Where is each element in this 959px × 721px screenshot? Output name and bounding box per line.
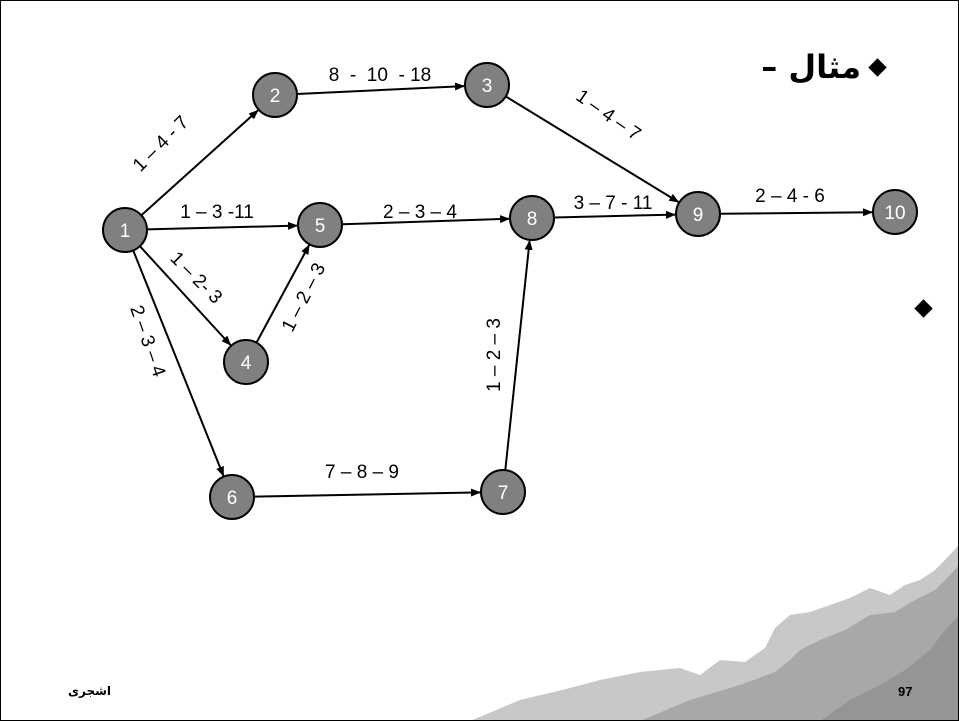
node-circle-8: [509, 195, 555, 241]
node-4: 4: [223, 339, 269, 385]
edge-8-9: [553, 210, 676, 219]
edge-label-3-9: 1 – 4 – 7: [572, 86, 645, 146]
node-circle-3: [464, 62, 510, 108]
node-label-2: 2: [270, 86, 281, 107]
node-label-3: 3: [482, 76, 493, 97]
edge-2-3: [296, 82, 465, 95]
edge-label-1-2: 1 – 4 - 7: [129, 112, 193, 176]
node-5: 5: [297, 202, 343, 248]
edge-7-8: [504, 239, 533, 471]
node-label-8: 8: [527, 209, 538, 230]
slide-title-text: مثال –: [761, 48, 861, 86]
edge-1-6: [132, 250, 225, 477]
slide-title: مثال –: [761, 48, 887, 86]
node-1: 1: [102, 207, 148, 253]
edge-6-7: [253, 488, 481, 498]
node-6: 6: [209, 474, 255, 520]
edge-label-9-10: 2 – 4 - 6: [755, 186, 825, 207]
node-circle-2: [252, 72, 298, 118]
node-label-10: 10: [884, 203, 905, 224]
node-label-9: 9: [693, 205, 704, 226]
edge-5-8: [341, 215, 510, 226]
node-circle-6: [209, 474, 255, 520]
node-circle-5: [297, 202, 343, 248]
node-2: 2: [252, 72, 298, 118]
page-number: 97: [898, 684, 913, 699]
node-label-6: 6: [227, 488, 238, 509]
author-name: اشجری: [68, 684, 112, 698]
node-3: 3: [464, 62, 510, 108]
node-circle-7: [480, 469, 526, 515]
edge-label-8-9: 3 – 7 - 11: [574, 193, 653, 214]
edge-label-1-5: 1 – 3 -11: [180, 202, 254, 223]
node-10: 10: [872, 189, 918, 235]
edge-4-5: [255, 244, 310, 344]
edge-label-4-5: 1 – 2 – 3: [278, 260, 330, 335]
nodes: 1 2 3 4 5 6 7 8 9 10: [102, 62, 918, 520]
node-circle-10: [872, 189, 918, 235]
node-8: 8: [509, 195, 555, 241]
edge-label-5-8: 2 – 3 – 4: [383, 202, 457, 223]
edge-3-9: [505, 95, 680, 203]
edge-1-4: [139, 245, 232, 346]
edge-label-6-7: 7 – 8 – 9: [325, 462, 399, 483]
node-7: 7: [480, 469, 526, 515]
edge-9-10: [719, 208, 873, 217]
edge-1-2: [140, 109, 259, 217]
edge-label-7-8: 1 – 2 – 3: [484, 318, 505, 392]
node-9: 9: [675, 191, 721, 237]
edge-label-1-4: 1 – 2- 3: [166, 248, 226, 308]
edges: 1 – 4 - 71 – 3 -111 – 2- 32 – 3 – 48 - 1…: [125, 65, 873, 498]
node-label-7: 7: [498, 483, 509, 504]
node-circle-4: [223, 339, 269, 385]
edge-1-5: [146, 221, 298, 231]
edge-label-1-6: 2 – 3 – 4: [125, 303, 169, 380]
node-circle-9: [675, 191, 721, 237]
node-label-1: 1: [120, 221, 131, 242]
node-label-5: 5: [315, 216, 326, 237]
node-circle-1: [102, 207, 148, 253]
node-label-4: 4: [241, 353, 252, 374]
edge-label-2-3: 8 - 10 - 18: [329, 65, 431, 86]
